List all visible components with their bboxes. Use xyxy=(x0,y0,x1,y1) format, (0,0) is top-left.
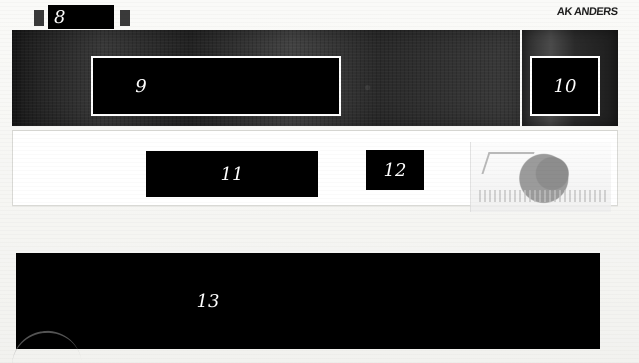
label-11-box: 11 xyxy=(146,151,318,197)
label-10-text: 10 xyxy=(553,75,577,97)
label-8-box: 8 xyxy=(48,5,114,29)
label-13-text: 13 xyxy=(196,290,220,312)
corner-logo: AK ANDERS xyxy=(555,6,618,18)
label-12-box: 12 xyxy=(366,150,424,190)
label-10-box: 10 xyxy=(530,56,600,116)
label-9-text: 9 xyxy=(135,75,147,97)
label-11-text: 11 xyxy=(220,163,244,185)
left-mark xyxy=(34,10,44,26)
label-8-text: 8 xyxy=(54,6,66,28)
right-mark xyxy=(120,10,130,26)
label-12-text: 12 xyxy=(383,159,407,181)
strip-illustration xyxy=(470,142,611,212)
label-9-box: 9 xyxy=(91,56,341,116)
label-13-box: 13 xyxy=(16,253,600,349)
